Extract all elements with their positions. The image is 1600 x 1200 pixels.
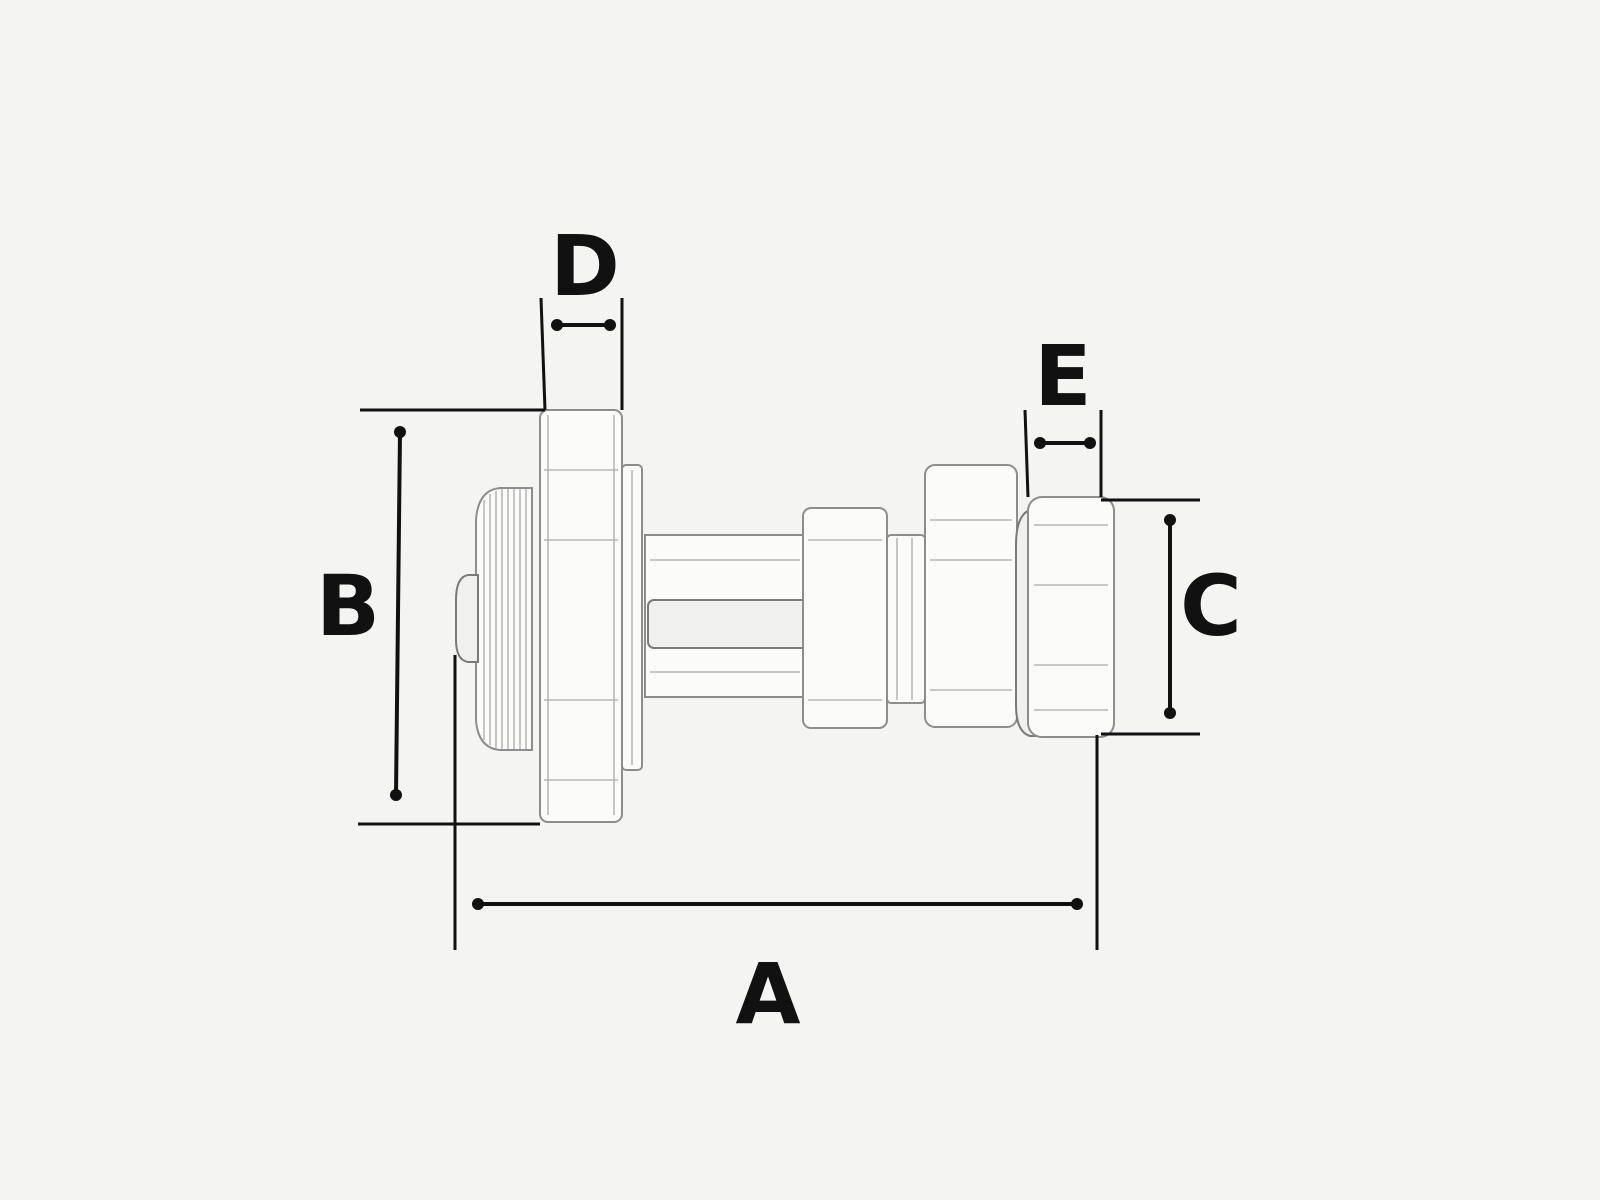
- cam-lobe-2: [924, 464, 1018, 728]
- end-bearing: [1015, 496, 1115, 738]
- shaft-end-pin: [455, 574, 479, 663]
- dimension-label-a: A: [735, 945, 800, 1043]
- sprocket-flange: [621, 464, 643, 771]
- large-sprocket: [539, 409, 623, 823]
- dimension-label-d: D: [550, 217, 620, 315]
- dimension-b: B: [316, 408, 545, 826]
- dimension-d: D: [539, 217, 624, 411]
- dimension-label-e: E: [1034, 327, 1091, 425]
- dimension-e: E: [1023, 327, 1103, 498]
- dimension-a: A: [453, 655, 1099, 1043]
- pulley-knurling: [483, 489, 527, 749]
- dimension-label-b: B: [316, 557, 380, 655]
- dimension-c: C: [1101, 498, 1242, 736]
- dimension-label-c: C: [1180, 557, 1242, 655]
- shaft-collar: [886, 534, 926, 704]
- knurled-pulley: [475, 487, 533, 751]
- camshaft-illustration: [455, 409, 1115, 823]
- cam-lobe-1: [802, 507, 888, 729]
